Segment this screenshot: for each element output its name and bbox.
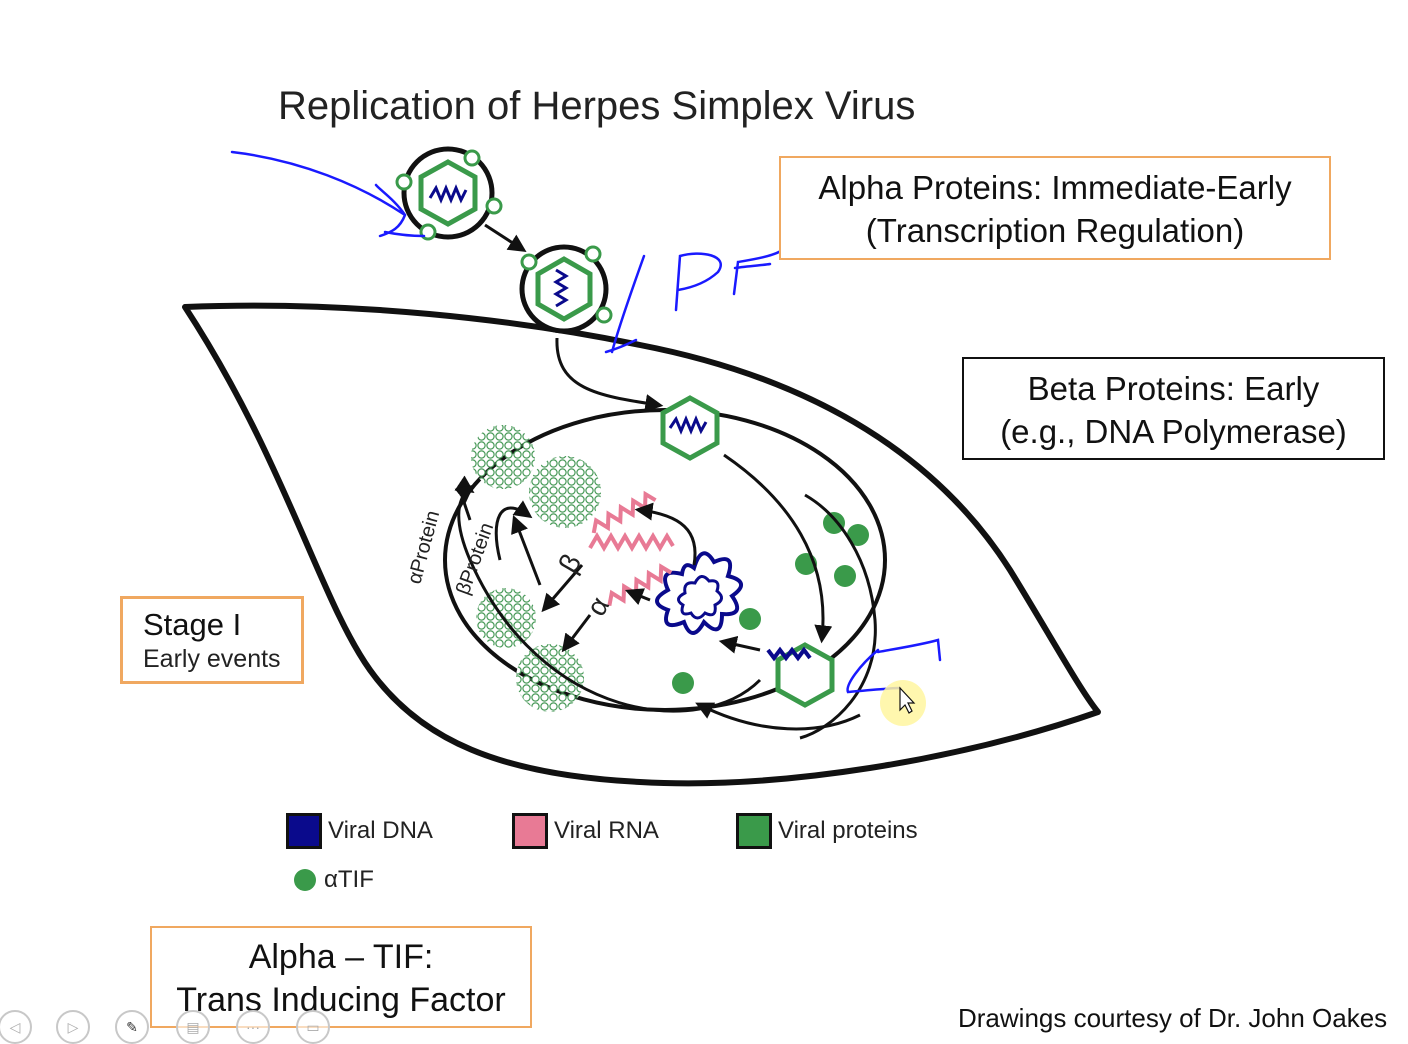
rna-alpha bbox=[607, 563, 673, 606]
alpha-proteins-line1: Alpha Proteins: Immediate-Early bbox=[818, 169, 1292, 206]
pen-icon[interactable]: ✎ bbox=[115, 1010, 149, 1044]
host-cell bbox=[182, 302, 1101, 787]
protein-clusters bbox=[471, 425, 601, 712]
capsid-1 bbox=[660, 395, 720, 461]
stage-line1: Stage I bbox=[143, 607, 242, 642]
tif-line1: Alpha – TIF: bbox=[248, 938, 434, 976]
alpha-proteins-line2: (Transcription Regulation) bbox=[865, 212, 1245, 249]
legend-viral-dna-label: Viral DNA bbox=[328, 817, 433, 844]
stage-line2: Early events bbox=[143, 645, 281, 673]
alpha-protein-label: αProtein bbox=[404, 508, 445, 586]
viral-proteins-swatch bbox=[736, 813, 772, 849]
capsid-2 bbox=[766, 642, 835, 708]
atif-dot bbox=[294, 869, 316, 891]
legend-viral-dna: Viral DNA bbox=[286, 813, 433, 849]
virion-2 bbox=[519, 244, 613, 334]
more-icon[interactable]: ··· bbox=[236, 1010, 270, 1044]
beta-label: β bbox=[552, 549, 587, 578]
tif-line2: Trans Inducing Factor bbox=[176, 981, 506, 1019]
beta-proteins-box: Beta Proteins: Early (e.g., DNA Polymera… bbox=[962, 357, 1385, 460]
screen-icon[interactable]: ▭ bbox=[296, 1010, 330, 1044]
ink-annotations bbox=[230, 150, 942, 694]
credit-text: Drawings courtesy of Dr. John Oakes bbox=[958, 1003, 1388, 1033]
atif-dots bbox=[672, 512, 869, 694]
beta-proteins-line2: (e.g., DNA Polymerase) bbox=[1000, 413, 1347, 450]
slide-title: Replication of Herpes Simplex Virus bbox=[278, 84, 916, 128]
legend-viral-rna-label: Viral RNA bbox=[554, 817, 659, 844]
beta-proteins-line1: Beta Proteins: Early bbox=[1027, 370, 1320, 407]
legend-atif: αTIF bbox=[294, 866, 374, 894]
pathway-arrows bbox=[454, 223, 877, 740]
viral-dna-circle bbox=[655, 551, 743, 635]
legend-viral-proteins-label: Viral proteins bbox=[778, 817, 918, 844]
virion-1 bbox=[395, 146, 503, 241]
tif-box: Alpha – TIF: Trans Inducing Factor bbox=[150, 926, 532, 1028]
viral-dna-swatch bbox=[286, 813, 322, 849]
legend-viral-rna: Viral RNA bbox=[512, 813, 659, 849]
alpha-proteins-box: Alpha Proteins: Immediate-Early (Transcr… bbox=[779, 156, 1331, 260]
legend-atif-label: αTIF bbox=[324, 866, 374, 893]
next-slide-icon[interactable]: ▷ bbox=[56, 1010, 90, 1044]
prev-slide-icon[interactable]: ◁ bbox=[0, 1010, 32, 1044]
stage-box: Stage I Early events bbox=[120, 596, 304, 684]
slides-icon[interactable]: ▤ bbox=[176, 1010, 210, 1044]
cursor-icon bbox=[899, 686, 916, 714]
rna-beta bbox=[588, 532, 675, 552]
legend-viral-proteins: Viral proteins bbox=[736, 813, 918, 849]
viral-rna-swatch bbox=[512, 813, 548, 849]
